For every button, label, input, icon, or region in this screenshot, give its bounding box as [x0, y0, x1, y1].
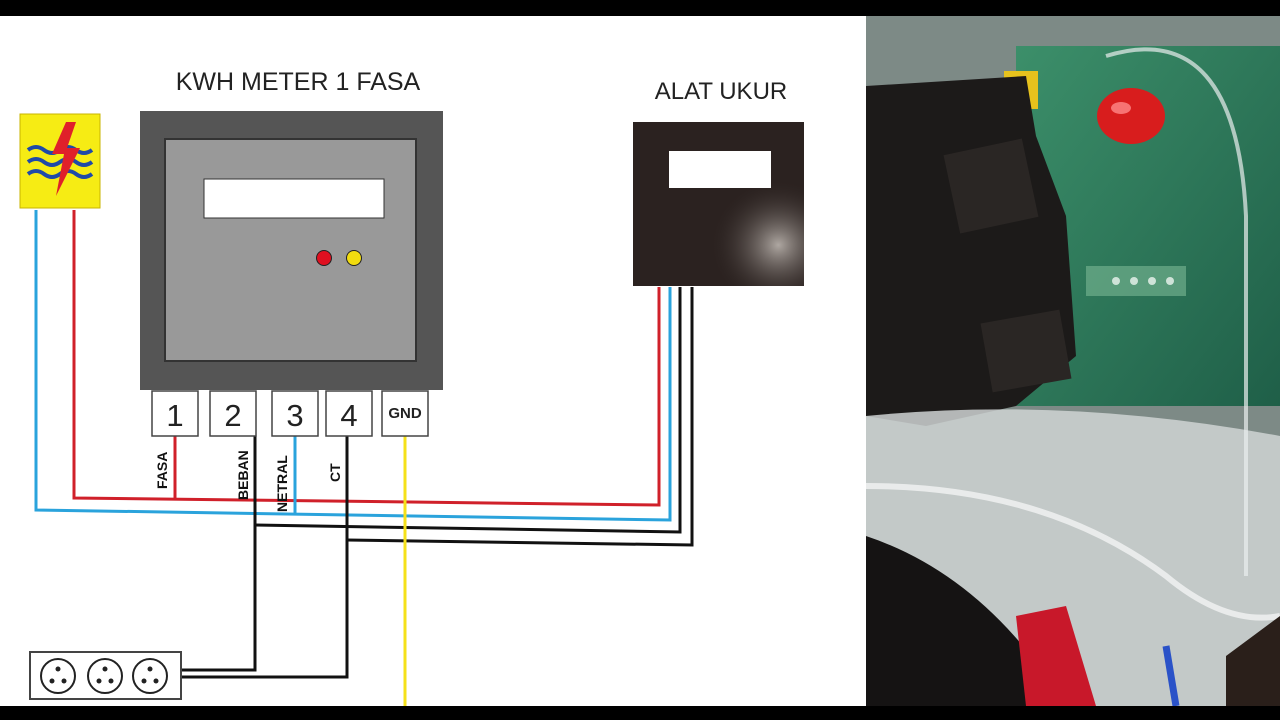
pln-lightning-logo — [19, 113, 101, 209]
led-yellow — [346, 250, 362, 266]
terminal-4 — [325, 390, 373, 437]
terminal-2-label: 2 — [224, 398, 241, 433]
tool-title: ALAT UKUR — [655, 78, 787, 105]
wire-label-beban: BEBAN — [235, 450, 251, 500]
terminal-gnd-label: GND — [388, 405, 422, 422]
meter-photo — [866, 16, 1280, 706]
meter-face — [164, 138, 417, 362]
red-led — [1097, 88, 1165, 144]
measuring-tool — [633, 122, 804, 286]
measure-wire-2 — [346, 287, 694, 547]
wiring-diagram: KWH METER 1 FASA 1 2 3 4 GND FASA BEBAN … — [0, 16, 866, 706]
power-outlet-icon — [29, 651, 182, 700]
letterbox-top — [0, 0, 1280, 16]
wire-label-fasa: FASA — [154, 452, 170, 489]
terminal-4-label: 4 — [340, 398, 357, 433]
kwh-meter — [140, 111, 443, 390]
terminal-2 — [209, 390, 257, 437]
wiring-diagram-svg: KWH METER 1 FASA 1 2 3 4 GND FASA BEBAN … — [19, 68, 804, 706]
measuring-tool-display — [669, 151, 771, 188]
phase-wire — [72, 210, 661, 507]
terminal-gnd — [381, 390, 429, 437]
terminal-3-label: 3 — [286, 398, 303, 433]
neutral-wire — [34, 210, 672, 522]
terminal-1-label: 1 — [166, 398, 183, 433]
led-red — [316, 250, 332, 266]
terminal-3 — [271, 390, 319, 437]
wire-label-netral: NETRAL — [274, 455, 290, 512]
measure-wire-1 — [254, 287, 682, 534]
letterbox-bottom — [0, 706, 1280, 720]
load-wire-ct — [182, 436, 349, 679]
meter-display — [203, 178, 385, 219]
meter-photo-svg — [866, 16, 1280, 706]
meter-title: KWH METER 1 FASA — [176, 68, 421, 96]
terminal-1 — [151, 390, 199, 437]
terminal-block: 1 2 3 4 GND — [151, 390, 429, 437]
load-wire-beban — [182, 436, 257, 672]
wire-label-ct: CT — [327, 463, 343, 482]
